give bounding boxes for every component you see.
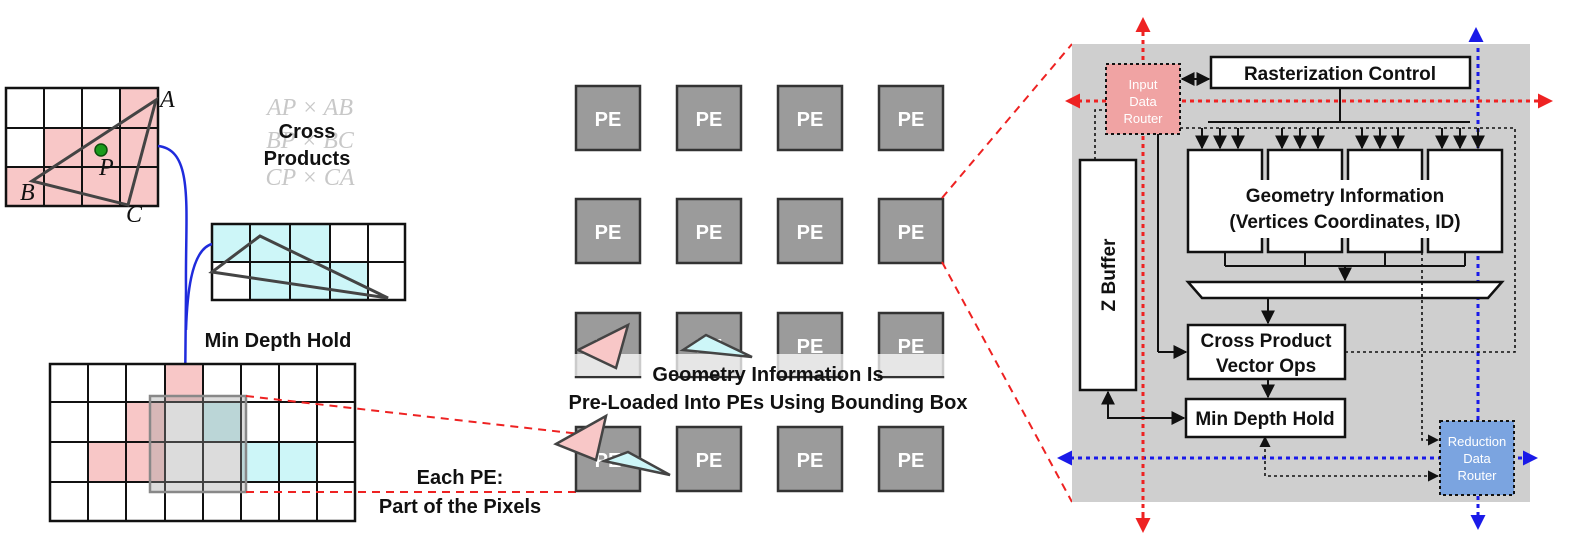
geometry-text-backdrop — [1226, 180, 1478, 238]
pe-cell-0-3 — [877, 84, 945, 152]
pe-cell-1-0 — [574, 197, 642, 265]
geometry-preload-line1: Geometry Information Is — [652, 364, 883, 386]
rasterization-control-label: Rasterization Control — [1244, 64, 1436, 85]
rasterization-control-box — [1209, 55, 1472, 90]
pe-label-3-2: PE — [797, 450, 824, 472]
cyan-triangle-low — [599, 450, 671, 477]
geometry-preload-line2: Pre-Loaded Into PEs Using Bounding Box — [569, 392, 968, 414]
pe-array: PEPEPEPEPEPEPEPEPEPEPEPEPEPEPEPE — [574, 84, 945, 493]
pe-cell-3-2 — [776, 425, 844, 493]
pe-cell-3-3 — [877, 425, 945, 493]
pe-label-1-0: PE — [595, 222, 622, 244]
pe-label-1-3: PE — [898, 222, 925, 244]
min-depth-hold-label-left: Min Depth Hold — [205, 330, 352, 352]
pink-triangle-low — [553, 413, 608, 462]
products-label: Products — [264, 148, 351, 170]
connector-from-cyan — [184, 242, 213, 331]
pe-cell-1-2 — [776, 197, 844, 265]
pe-cell-1-1 — [675, 197, 743, 265]
cyan-triangle — [208, 234, 389, 300]
text-backdrop — [572, 354, 947, 376]
pe-cell-0-1 — [675, 84, 743, 152]
formula-ap-ab: AP × AB — [265, 95, 353, 121]
z-buffer-label: Z Buffer — [1099, 238, 1120, 311]
input-router-line1: Input — [1129, 77, 1158, 92]
pe-label-2-2: PE — [797, 336, 824, 358]
point-p-marker — [94, 143, 108, 157]
reduction-router-line3: Router — [1457, 468, 1497, 483]
reduction-router-line1: Reduction — [1448, 434, 1507, 449]
pixel-grid — [48, 362, 357, 523]
pe-cell-0-0 — [574, 84, 642, 152]
min-depth-hold-label: Min Depth Hold — [1195, 409, 1334, 430]
reduction-data-router — [1439, 420, 1515, 496]
input-router-line3: Router — [1123, 111, 1163, 126]
pe-cell-1-3 — [877, 197, 945, 265]
cross-products: AP × AB BP × BC CP × CA Cross Products — [264, 95, 355, 191]
pe-label-0-0: PE — [595, 109, 622, 131]
dashed-link-top — [245, 395, 581, 435]
each-pe-line2: Part of the Pixels — [379, 496, 541, 518]
cyan-triangle-mid — [679, 333, 753, 359]
vertex-b-label: B — [20, 180, 35, 206]
input-data-router — [1105, 63, 1181, 135]
formula-bp-bc: BP × BC — [266, 128, 355, 154]
cross-product-line1: Cross Product — [1201, 331, 1333, 352]
z-buffer — [1078, 158, 1138, 392]
pe-label-3-1: PE — [696, 450, 723, 472]
input-router-line2: Data — [1129, 94, 1157, 109]
pe-tile-overlay — [148, 394, 248, 494]
geometry-info-line1: Geometry Information — [1246, 186, 1444, 207]
triangle-grid: A B C P — [4, 86, 175, 228]
triangle-abc — [28, 96, 159, 207]
geometry-mux — [1185, 280, 1505, 300]
zoom-line-top — [941, 43, 1073, 199]
pe-label-1-2: PE — [797, 222, 824, 244]
connector-from-triangle — [157, 144, 193, 402]
cross-product-line2: Vector Ops — [1216, 356, 1316, 377]
pe-detail-panel: Rasterization Control Input Data Router … — [1057, 17, 1553, 533]
formula-cp-ca: CP × CA — [265, 165, 354, 191]
pe-label-2-3: PE — [898, 336, 925, 358]
vertex-a-label: A — [158, 87, 175, 113]
pe-label-0-3: PE — [898, 109, 925, 131]
pe-cell-3-1 — [675, 425, 743, 493]
zoom-line-bottom — [941, 261, 1073, 503]
cross-product-unit — [1186, 323, 1347, 381]
geometry-input-arrows — [1195, 128, 1485, 150]
pe-label-0-2: PE — [797, 109, 824, 131]
pink-triangle-mid — [575, 322, 630, 370]
each-pe-line1: Each PE: — [417, 467, 504, 489]
pe-label-1-1: PE — [696, 222, 723, 244]
zbuffer-mindepth-link — [1101, 390, 1186, 425]
pe-cell-0-2 — [776, 84, 844, 152]
min-depth-hold-unit — [1184, 397, 1347, 439]
pe-label-3-3: PE — [898, 450, 925, 472]
geometry-info-line2: (Vertices Coordinates, ID) — [1229, 212, 1460, 233]
zbuffer-router-link — [1094, 109, 1106, 160]
pe-label-0-1: PE — [696, 109, 723, 131]
vertex-c-label: C — [126, 202, 143, 228]
point-p-label: P — [98, 155, 114, 181]
reduction-router-line2: Data — [1463, 451, 1491, 466]
cross-label: Cross — [279, 121, 336, 143]
cyan-triangle-grid — [208, 222, 407, 302]
